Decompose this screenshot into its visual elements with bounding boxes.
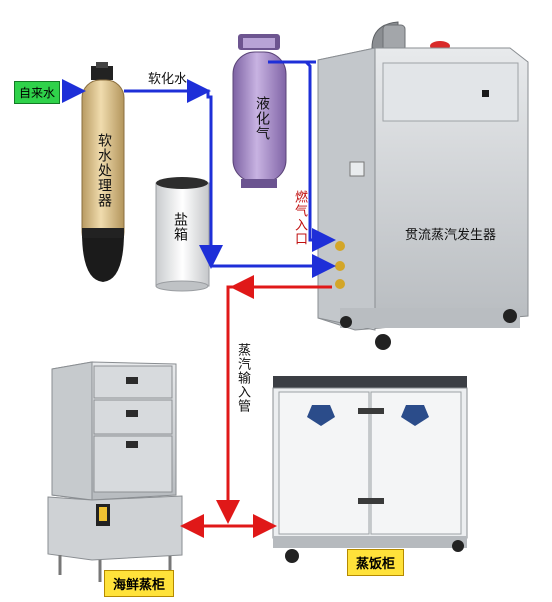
lpg-label: 液化气 [254,96,270,141]
gas-supply-line [268,60,336,252]
seafood-steamer-tag: 海鲜蒸柜 [104,570,175,597]
generator-valves [335,241,345,289]
steam-generator-label: 贯流蒸汽发生器 [405,228,497,243]
rice-steamer-cabinet [272,376,468,563]
seafood-steamer-cabinet [47,361,183,582]
softener-label: 软水处理器 [96,133,112,208]
rice-steamer-tag: 蒸饭柜 [347,549,405,576]
lpg-cylinder [232,34,287,188]
salt-tank-label: 盐箱 [172,212,188,242]
steam-generator-body [317,21,529,350]
gas-inlet-label: 燃气入口 [292,190,307,246]
steam-pipe-label: 蒸汽输入管 [235,343,250,413]
water-softener-tank [81,62,125,282]
softened-water-label: 软化水 [148,72,188,87]
tap-water-tag: 自来水 [14,81,61,104]
